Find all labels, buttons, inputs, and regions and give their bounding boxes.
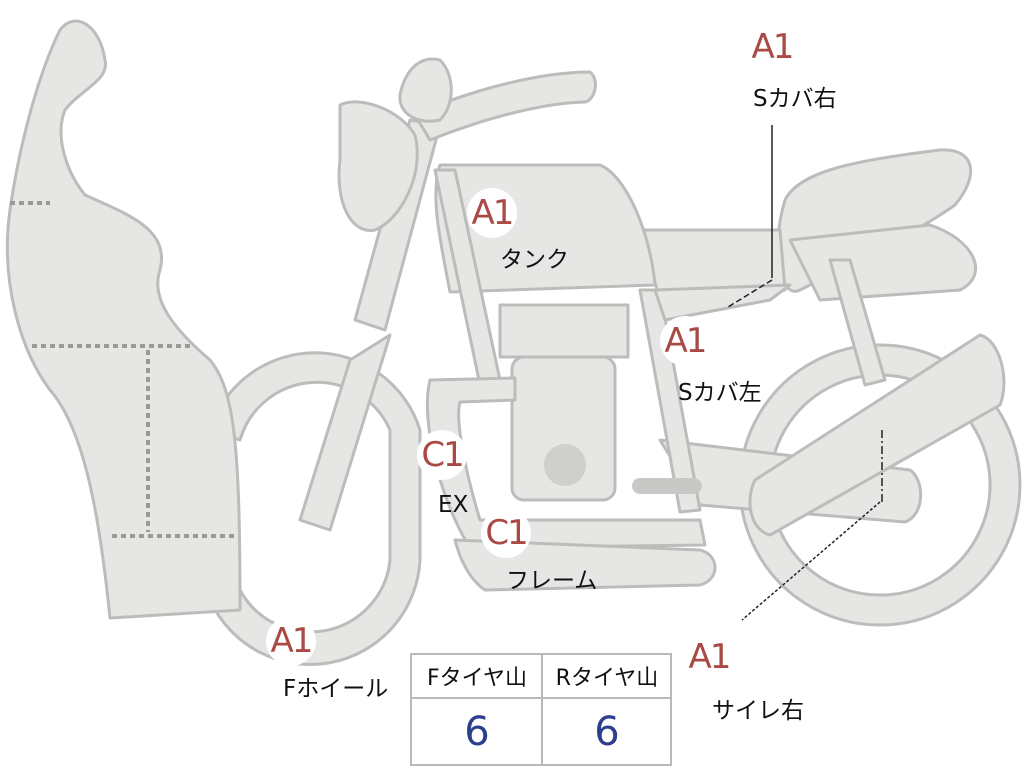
- muffler: [748, 333, 1006, 537]
- frame-rear: [828, 258, 887, 387]
- front-fork: [298, 333, 392, 532]
- footpeg: [632, 478, 702, 494]
- table-divider: [541, 655, 543, 764]
- frame-rear-down: [638, 288, 702, 514]
- label-tank: タンク: [500, 247, 569, 273]
- leader-lines: [727, 125, 883, 621]
- frame-center: [653, 283, 792, 322]
- engine-block: [510, 355, 617, 502]
- grade-badge-side-cover-left: A1: [660, 316, 710, 366]
- grade-badge-front-wheel: A1: [266, 616, 316, 666]
- label-front-wheel: Fホイール: [283, 676, 389, 702]
- grade-badge-muffler-right: A1: [684, 632, 734, 682]
- engine-cover: [544, 444, 586, 486]
- front-tire-value: 6: [464, 708, 490, 755]
- front-tire-header: Fタイヤ山: [412, 655, 542, 699]
- engine-top: [498, 303, 630, 359]
- grade-badge-frame: C1: [481, 508, 531, 558]
- headlight: [337, 100, 419, 232]
- mirror: [398, 57, 453, 123]
- label-rear-cover-right: Sカバ右: [753, 86, 837, 112]
- label-frame: フレーム: [506, 568, 598, 594]
- rear-cowl: [788, 223, 978, 302]
- grade-badge-exhaust: C1: [417, 430, 467, 480]
- tire-tread-table: Fタイヤ山 Rタイヤ山 6 6: [410, 653, 672, 766]
- rear-tire-header: Rタイヤ山: [542, 655, 672, 699]
- rear-tire-value: 6: [594, 708, 620, 755]
- label-exhaust: EX: [438, 492, 469, 518]
- label-side-cover-left: Sカバ左: [678, 380, 762, 406]
- front-fairing: [5, 19, 242, 620]
- label-muffler-right: サイレ右: [712, 698, 804, 724]
- grade-badge-tank: A1: [467, 188, 517, 238]
- grade-badge-rear-cover-right: A1: [747, 22, 797, 72]
- handlebar: [413, 70, 597, 142]
